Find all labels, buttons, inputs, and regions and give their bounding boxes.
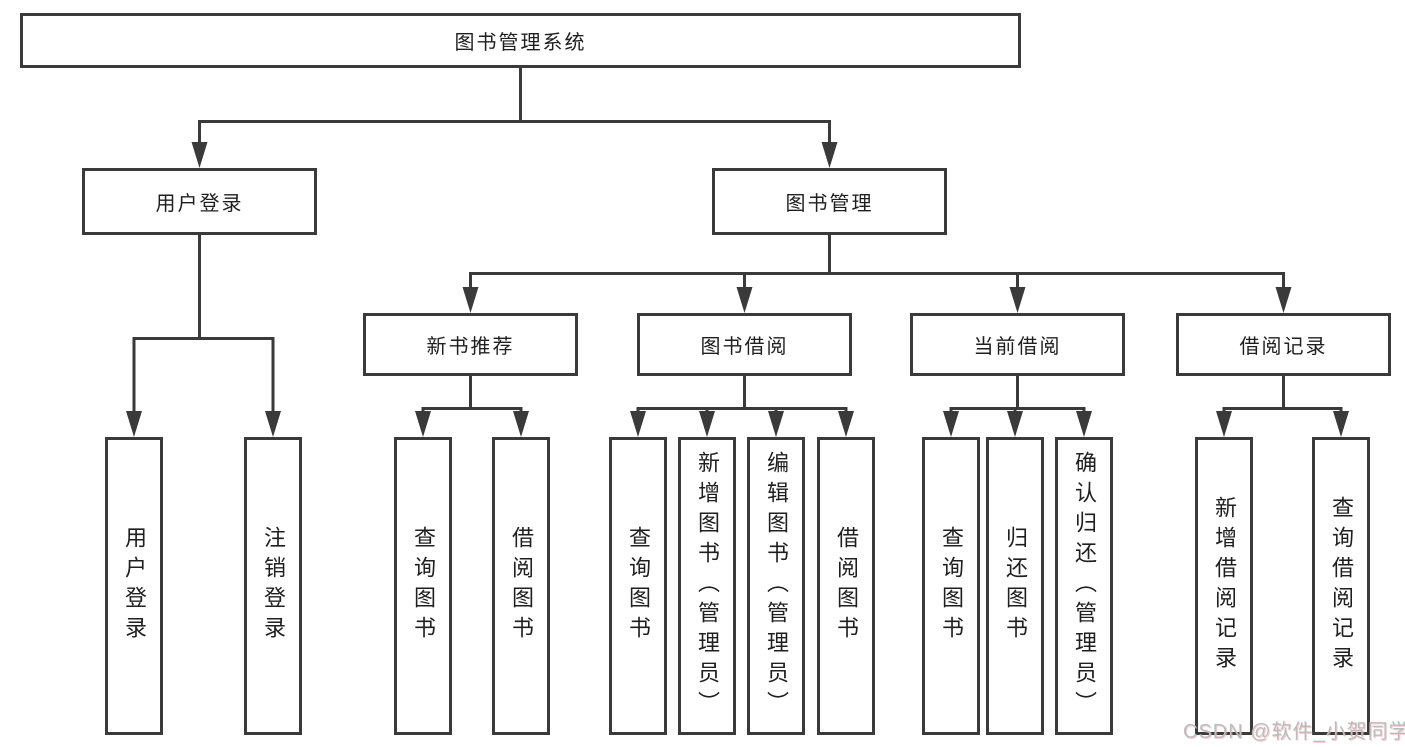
node-newrec-borrow-book: 借阅图书 [492,437,550,735]
connector-book-borrow-to-leaves [630,376,854,437]
node-user-login-leaf: 用户登录 [105,437,163,735]
node-label: 查询借阅记录 [1329,496,1354,676]
node-label: 借阅记录 [1239,336,1328,358]
node-current-confirm-return: 确认归还（管理员） [1055,437,1113,735]
connector-user-login-to-leaves [126,235,281,437]
node-book-mgmt: 图书管理 [712,168,947,235]
node-label: 归还图书 [1003,526,1028,646]
node-label: 新增图书（管理员） [695,451,720,721]
node-label: 新增借阅记录 [1212,496,1237,676]
node-logout-leaf: 注销登录 [244,437,302,735]
node-label: 编辑图书（管理员） [764,451,789,721]
node-borrow-records: 借阅记录 [1176,313,1391,376]
node-records-add-record: 新增借阅记录 [1195,437,1253,735]
node-borrow-query-book: 查询图书 [609,437,667,735]
node-label: 新书推荐 [426,336,515,358]
connector-root-to-level2 [191,68,838,168]
node-borrow-borrow-book: 借阅图书 [817,437,875,735]
node-label: 借阅图书 [834,526,859,646]
node-borrow-edit-book: 编辑图书（管理员） [747,437,805,735]
node-label: 图书管理 [785,193,874,215]
node-user-login: 用户登录 [82,168,317,235]
node-label: 用户登录 [122,526,147,646]
connector-book-mgmt-to-level3 [462,235,1292,313]
node-label: 用户登录 [155,193,244,215]
node-borrow-add-book: 新增图书（管理员） [678,437,736,735]
node-label: 注销登录 [261,526,286,646]
node-label: 当前借阅 [973,336,1062,358]
node-label: 查询图书 [939,526,964,646]
node-records-query-record: 查询借阅记录 [1312,437,1370,735]
node-current-borrow: 当前借阅 [910,313,1125,376]
csdn-watermark: CSDN @软件_小贺同学 [1183,721,1405,743]
node-current-return-book: 归还图书 [986,437,1044,735]
connector-new-book-rec-to-leaves [415,376,529,437]
node-label: 查询图书 [411,526,436,646]
node-current-query-book: 查询图书 [922,437,980,735]
node-new-book-rec: 新书推荐 [363,313,578,376]
connector-current-borrow-to-leaves [943,376,1092,437]
node-root: 图书管理系统 [20,13,1021,68]
node-label: 图书借阅 [700,336,789,358]
node-label: 图书管理系统 [454,32,587,54]
node-book-borrow: 图书借阅 [637,313,852,376]
node-label: 借阅图书 [509,526,534,646]
node-label: 确认归还（管理员） [1072,451,1097,721]
node-label: 查询图书 [626,526,651,646]
node-newrec-query-book: 查询图书 [394,437,452,735]
connector-borrow-records-to-leaves [1216,376,1349,437]
